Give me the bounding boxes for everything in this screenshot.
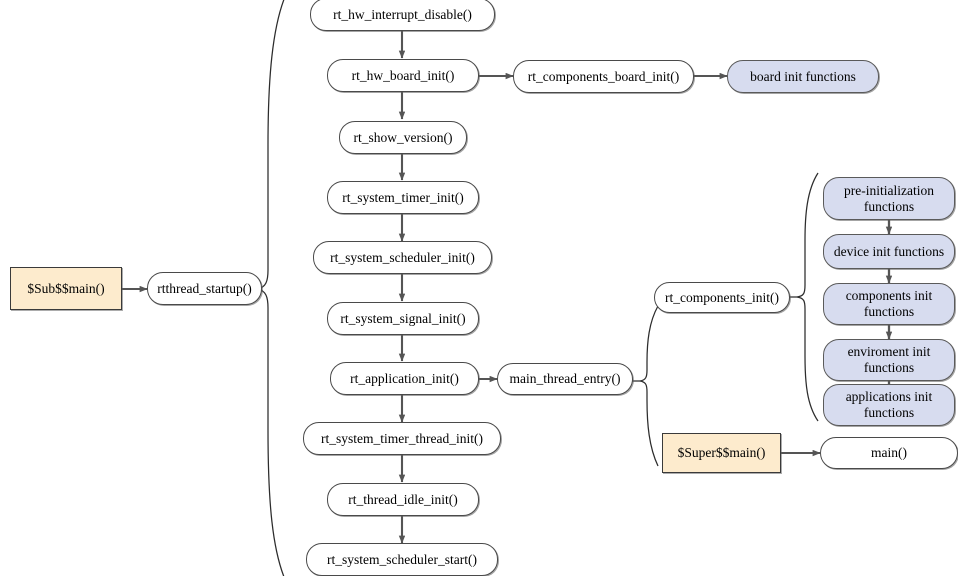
node-rt-components-init[interactable]: rt_components_init() (654, 282, 790, 313)
node-super-main[interactable]: $Super$$main() (662, 433, 781, 473)
node-rt-hw-interrupt-disable[interactable]: rt_hw_interrupt_disable() (310, 0, 495, 31)
node-rt-show-version[interactable]: rt_show_version() (339, 121, 467, 154)
init-brace (796, 172, 819, 422)
components-brace (639, 305, 659, 467)
node-rt-hw-board-init[interactable]: rt_hw_board_init() (327, 59, 479, 92)
node-rt-application-init[interactable]: rt_application_init() (330, 362, 479, 395)
node-rtthread-startup[interactable]: rtthread_startup() (147, 272, 262, 305)
node-enviroment-init-functions[interactable]: enviroment init functions (823, 339, 955, 381)
node-device-init-functions[interactable]: device init functions (823, 234, 955, 269)
node-main[interactable]: main() (820, 437, 958, 469)
node-board-init-functions[interactable]: board init functions (727, 60, 879, 93)
node-rt-components-board-init[interactable]: rt_components_board_init() (513, 60, 694, 93)
node-pre-initialization-functions[interactable]: pre-initialization functions (823, 177, 955, 220)
arrow-group-main-chain (122, 31, 821, 544)
node-rt-system-timer-init[interactable]: rt_system_timer_init() (327, 181, 479, 214)
node-main-thread-entry[interactable]: main_thread_entry() (497, 363, 633, 395)
node-sub-main[interactable]: $Sub$$main() (10, 267, 122, 310)
node-rt-system-scheduler-start[interactable]: rt_system_scheduler_start() (306, 543, 498, 576)
node-rt-system-scheduler-init[interactable]: rt_system_scheduler_init() (313, 241, 492, 274)
node-components-init-functions[interactable]: components init functions (823, 283, 955, 325)
node-applications-init-functions[interactable]: applications init functions (823, 384, 955, 426)
node-rt-system-signal-init[interactable]: rt_system_signal_init() (327, 302, 479, 335)
node-rt-system-timer-thread-init[interactable]: rt_system_timer_thread_init() (303, 422, 501, 455)
startup-brace (257, 0, 285, 576)
node-rt-thread-idle-init[interactable]: rt_thread_idle_init() (327, 483, 479, 516)
